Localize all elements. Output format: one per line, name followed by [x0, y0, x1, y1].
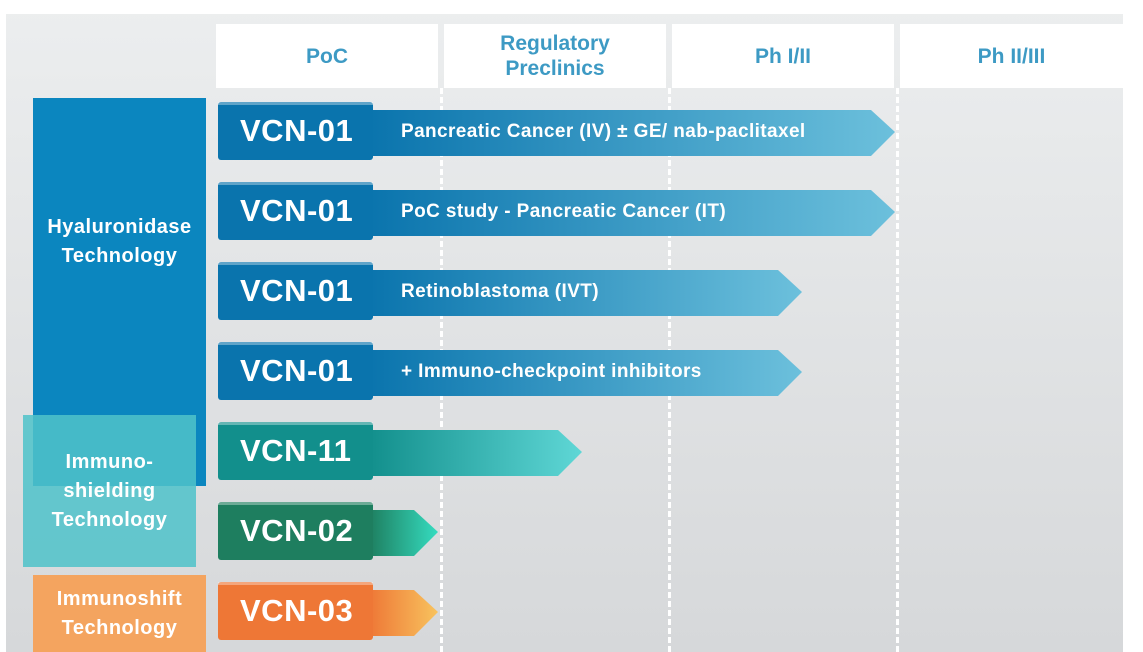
arrow-body — [369, 430, 582, 476]
progress-arrow — [218, 582, 438, 640]
program-code: VCN-01 — [240, 353, 354, 388]
program-code: VCN-01 — [240, 273, 354, 308]
code-box — [218, 422, 373, 480]
phase-header-ph-i-ii: Ph I/II — [672, 24, 894, 88]
code-box-highlight — [218, 262, 373, 265]
top-margin — [0, 0, 1143, 14]
program-row-vcn-01-retinoblastoma: VCN-01 Retinoblastoma (IVT) — [218, 262, 802, 322]
code-box — [218, 582, 373, 640]
code-box-highlight — [218, 102, 373, 105]
phase-header-ph-ii-iii: Ph II/III — [900, 24, 1123, 88]
program-indication: Pancreatic Cancer (IV) ± GE/ nab-paclita… — [401, 121, 806, 142]
program-row-vcn-03: VCN-03 — [218, 582, 438, 642]
progress-arrow — [218, 342, 802, 400]
code-box — [218, 502, 373, 560]
program-row-vcn-01-pancreatic-it: VCN-01 PoC study - Pancreatic Cancer (IT… — [218, 182, 895, 242]
code-box-highlight — [218, 422, 373, 425]
program-code: VCN-01 — [240, 193, 354, 228]
arrow-body — [369, 110, 895, 156]
code-box-highlight — [218, 502, 373, 505]
code-box-highlight — [218, 342, 373, 345]
tech-block-immunoshift: Immunoshift Technology — [33, 575, 206, 652]
progress-arrow — [218, 182, 895, 240]
arrow-body — [369, 510, 438, 556]
code-box-highlight — [218, 582, 373, 585]
left-margin — [0, 0, 6, 652]
tech-label: Immuno- shielding Technology — [52, 448, 168, 535]
program-code: VCN-11 — [240, 433, 352, 468]
arrow-body — [369, 190, 895, 236]
tech-label: Hyaluronidase Technology — [47, 213, 191, 271]
tech-label-line1: Immunoshift — [56, 587, 183, 610]
progress-arrow — [218, 262, 802, 320]
program-code: VCN-01 — [240, 113, 354, 148]
tech-label-line1: Immuno- — [65, 450, 154, 473]
phase-header-regulatory-preclinics: Regulatory Preclinics — [444, 24, 666, 88]
phase-divider — [896, 88, 899, 652]
phase-label-line1: Regulatory — [500, 32, 610, 55]
right-margin — [1123, 0, 1143, 652]
code-box — [218, 102, 373, 160]
program-code: VCN-03 — [240, 593, 354, 628]
arrow-body — [369, 350, 802, 396]
program-row-vcn-02: VCN-02 — [218, 502, 438, 562]
code-box — [218, 262, 373, 320]
phase-header-poc: PoC — [216, 24, 438, 88]
phase-label: Ph II/III — [977, 44, 1046, 68]
arrow-body — [369, 270, 802, 316]
tech-label-line2: Technology — [61, 616, 178, 639]
program-indication: + Immuno-checkpoint inhibitors — [401, 361, 702, 382]
phase-label-line2: Preclinics — [505, 57, 605, 80]
tech-label-line2: shielding — [63, 479, 156, 502]
phase-label: PoC — [306, 44, 348, 68]
tech-block-immunoshielding: Immuno- shielding Technology — [23, 415, 196, 567]
program-code: VCN-02 — [240, 513, 354, 548]
progress-arrow — [218, 502, 438, 560]
program-indication: PoC study - Pancreatic Cancer (IT) — [401, 201, 727, 222]
program-row-vcn-11: VCN-11 — [218, 422, 582, 482]
phase-label: Ph I/II — [754, 44, 811, 68]
tech-label: Immunoshift Technology — [57, 585, 183, 643]
tech-label-line3: Technology — [51, 508, 168, 531]
tech-label-line1: Hyaluronidase — [47, 216, 192, 238]
phase-label: Regulatory Preclinics — [500, 31, 610, 81]
tech-label-line2: Technology — [61, 245, 178, 267]
code-box — [218, 182, 373, 240]
progress-arrow — [218, 422, 582, 480]
program-indication: Retinoblastoma (IVT) — [401, 281, 600, 302]
program-row-vcn-01-pancreatic-iv: VCN-01 Pancreatic Cancer (IV) ± GE/ nab-… — [218, 102, 895, 162]
arrow-body — [369, 590, 438, 636]
program-row-vcn-01-checkpoint: VCN-01 + Immuno-checkpoint inhibitors — [218, 342, 802, 402]
code-box — [218, 342, 373, 400]
progress-arrow — [218, 102, 895, 160]
code-box-highlight — [218, 182, 373, 185]
